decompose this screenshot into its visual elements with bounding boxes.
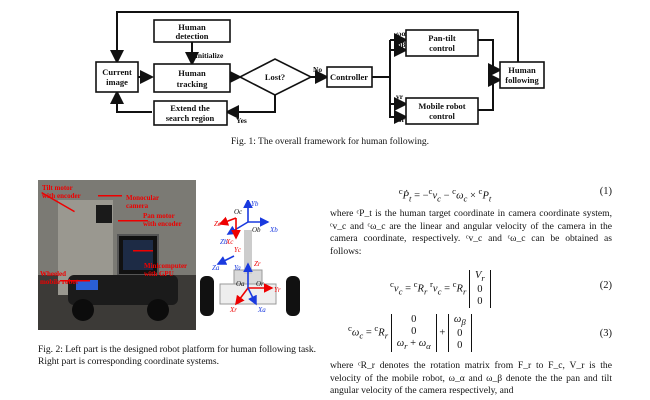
lost-label: Lost? [265, 72, 285, 82]
figure-1-caption: Fig. 1: The overall framework for human … [231, 137, 429, 147]
equation-3-number: (3) [599, 328, 612, 339]
label-yc: Yc [234, 246, 242, 254]
label-yb: Yb [251, 200, 259, 208]
label-zc: Zc [214, 220, 222, 228]
svg-text:control: control [429, 43, 455, 53]
svg-text:following: following [505, 75, 539, 85]
label-xr: Xr [229, 306, 237, 314]
label-zr: Zr [254, 260, 261, 268]
pan-tilt-control-box [405, 29, 479, 57]
no-label: No [313, 65, 322, 74]
label-zb: Zb [220, 238, 228, 246]
v-r-label: vr [396, 92, 404, 101]
omega-b-label: ωβ [396, 40, 405, 49]
equation-2-number: (2) [599, 280, 612, 291]
pan-tilt-label: Pan-tilt [428, 33, 456, 43]
label-ya: Ya [234, 264, 241, 272]
robot-illustration [38, 180, 196, 330]
human-detection-label: Human [178, 22, 206, 32]
human-following-label: Human [508, 65, 536, 75]
mobile-robot-label: Mobile robot [418, 101, 465, 111]
svg-text:image: image [106, 77, 128, 87]
mobile-robot-control-box [405, 97, 479, 125]
current-image-label: Current [102, 67, 132, 77]
label-oa: Oa [236, 280, 245, 288]
paragraph-1: where ᶜP_t is the human target coordinat… [330, 208, 612, 257]
label-xa: Xa [257, 306, 266, 314]
human-tracking-label: Human [178, 68, 206, 78]
label-ob: Ob [252, 226, 261, 234]
omega-r-label: ωr [396, 115, 405, 124]
paragraph-2: where ᶜR_r denotes the rotation matrix f… [330, 360, 612, 396]
label-xb: Xb [269, 226, 278, 234]
label-xc: Xc [225, 238, 234, 246]
svg-text:control: control [429, 111, 455, 121]
extend-search-box [153, 100, 228, 126]
svg-text:tracking: tracking [177, 79, 208, 89]
initialize-label: Initialize [195, 51, 224, 60]
controller-box [326, 66, 373, 88]
omega-a-label: ωα [396, 29, 406, 38]
controller-label: Controller [330, 72, 368, 82]
figure-1-flowchart: Current image Human detection Human trac… [95, 11, 545, 126]
label-yr: Yr [274, 286, 281, 294]
human-detection-box [153, 19, 231, 43]
coordinate-systems-diagram: Yb Oc Zc Xc Ob Xb Zb Ya Za Yc Zr Oa Or Y… [200, 200, 300, 316]
yes-label: Yes [236, 116, 247, 125]
human-tracking-box [153, 63, 231, 93]
label-za: Za [212, 264, 220, 272]
extend-search-label: Extend the [170, 103, 210, 113]
equation-1: cṖt = −cvc − cωc × cPt (1) [398, 186, 612, 204]
figure-2-caption: Fig. 2: Left part is the designed robot … [38, 345, 316, 367]
label-or: Or [256, 280, 264, 288]
label-oc: Oc [234, 208, 243, 216]
human-following-box [499, 61, 545, 89]
equation-1-number: (1) [599, 186, 612, 197]
lost-decision-diamond [238, 58, 313, 96]
svg-text:detection: detection [175, 31, 208, 41]
current-image-box [95, 61, 139, 93]
svg-text:search region: search region [166, 113, 215, 123]
